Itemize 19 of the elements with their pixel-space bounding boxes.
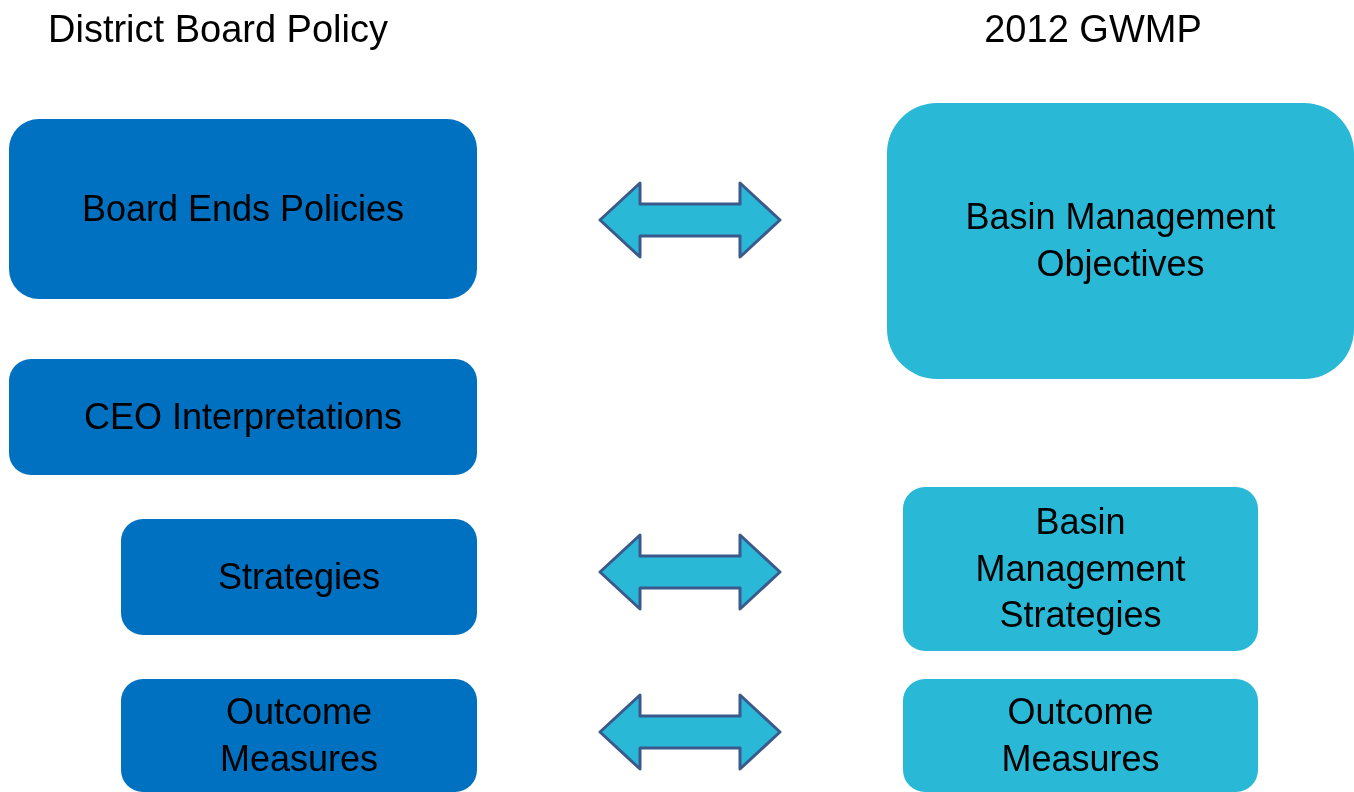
double-arrow bbox=[598, 181, 782, 259]
policy-box bbox=[121, 679, 477, 792]
box-label: Outcome Measures bbox=[1000, 689, 1161, 781]
box-label: Strategies bbox=[217, 554, 381, 599]
double-arrow bbox=[598, 693, 782, 771]
column-heading: District Board Policy bbox=[48, 8, 388, 51]
double-arrow bbox=[598, 533, 782, 611]
plan-box bbox=[887, 103, 1354, 379]
box-label: CEO Interpretations bbox=[83, 394, 403, 439]
box-label: Board Ends Policies bbox=[81, 186, 405, 231]
policy-box bbox=[9, 359, 477, 475]
plan-box bbox=[903, 487, 1258, 651]
policy-box bbox=[9, 119, 477, 299]
plan-box bbox=[903, 679, 1258, 792]
column-heading: 2012 GWMP bbox=[984, 8, 1202, 51]
box-label: Basin Management Objectives bbox=[964, 195, 1277, 286]
box-label: Outcome Measures bbox=[218, 689, 380, 781]
policy-box bbox=[121, 519, 477, 635]
box-label: Basin Management Strategies bbox=[974, 499, 1187, 638]
